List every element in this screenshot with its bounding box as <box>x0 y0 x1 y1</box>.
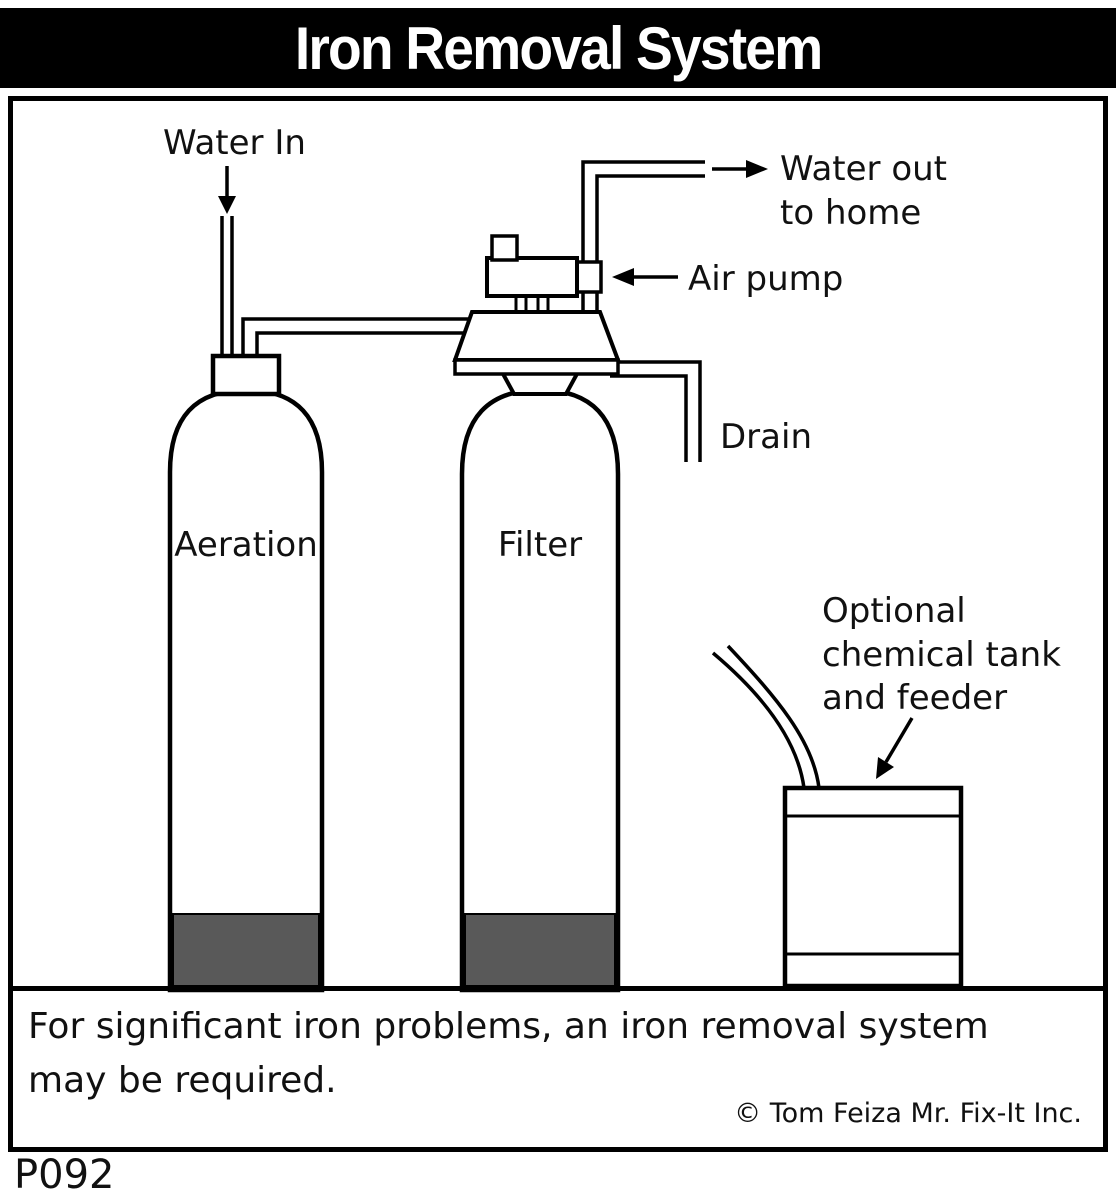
aeration-tank <box>167 387 325 993</box>
air-pump-unit <box>485 234 603 298</box>
filter-tank-label: Filter <box>497 525 583 565</box>
chemical-tank <box>711 644 964 989</box>
filter-tank <box>459 370 621 993</box>
caption-text: For significant iron problems, an iron r… <box>28 1006 989 1101</box>
aeration-tank-label: Aeration <box>174 525 318 565</box>
aeration-tank-cap <box>210 353 282 397</box>
page-title: Iron Removal System <box>294 14 823 82</box>
filter-tank-base <box>464 913 616 987</box>
chemical-tank-label: Optional chemical tank and feeder <box>822 591 1061 719</box>
air-pump-connectors <box>514 296 550 314</box>
water-in-arrow-icon <box>218 166 236 214</box>
aeration-tank-base <box>172 913 320 987</box>
title-banner: Iron Removal System <box>0 8 1116 88</box>
air-pump-label: Air pump <box>688 259 844 299</box>
air-pump-arrow-icon <box>612 268 678 286</box>
chemical-feed-tube <box>711 651 806 789</box>
water-in-label: Water In <box>163 123 306 163</box>
drain-label: Drain <box>720 417 812 457</box>
water-out-arrow-icon <box>712 160 768 178</box>
water-out-label: Water out to home <box>780 149 947 233</box>
figure-code: P092 <box>14 1152 115 1197</box>
water-in-pipe <box>220 216 482 358</box>
drain-pipe <box>610 360 702 462</box>
ground-line <box>8 986 1108 991</box>
copyright-text: © Tom Feiza Mr. Fix-It Inc. <box>734 1098 1082 1129</box>
filter-valve-head <box>452 310 621 376</box>
chemical-tank-arrow-icon <box>876 717 914 779</box>
